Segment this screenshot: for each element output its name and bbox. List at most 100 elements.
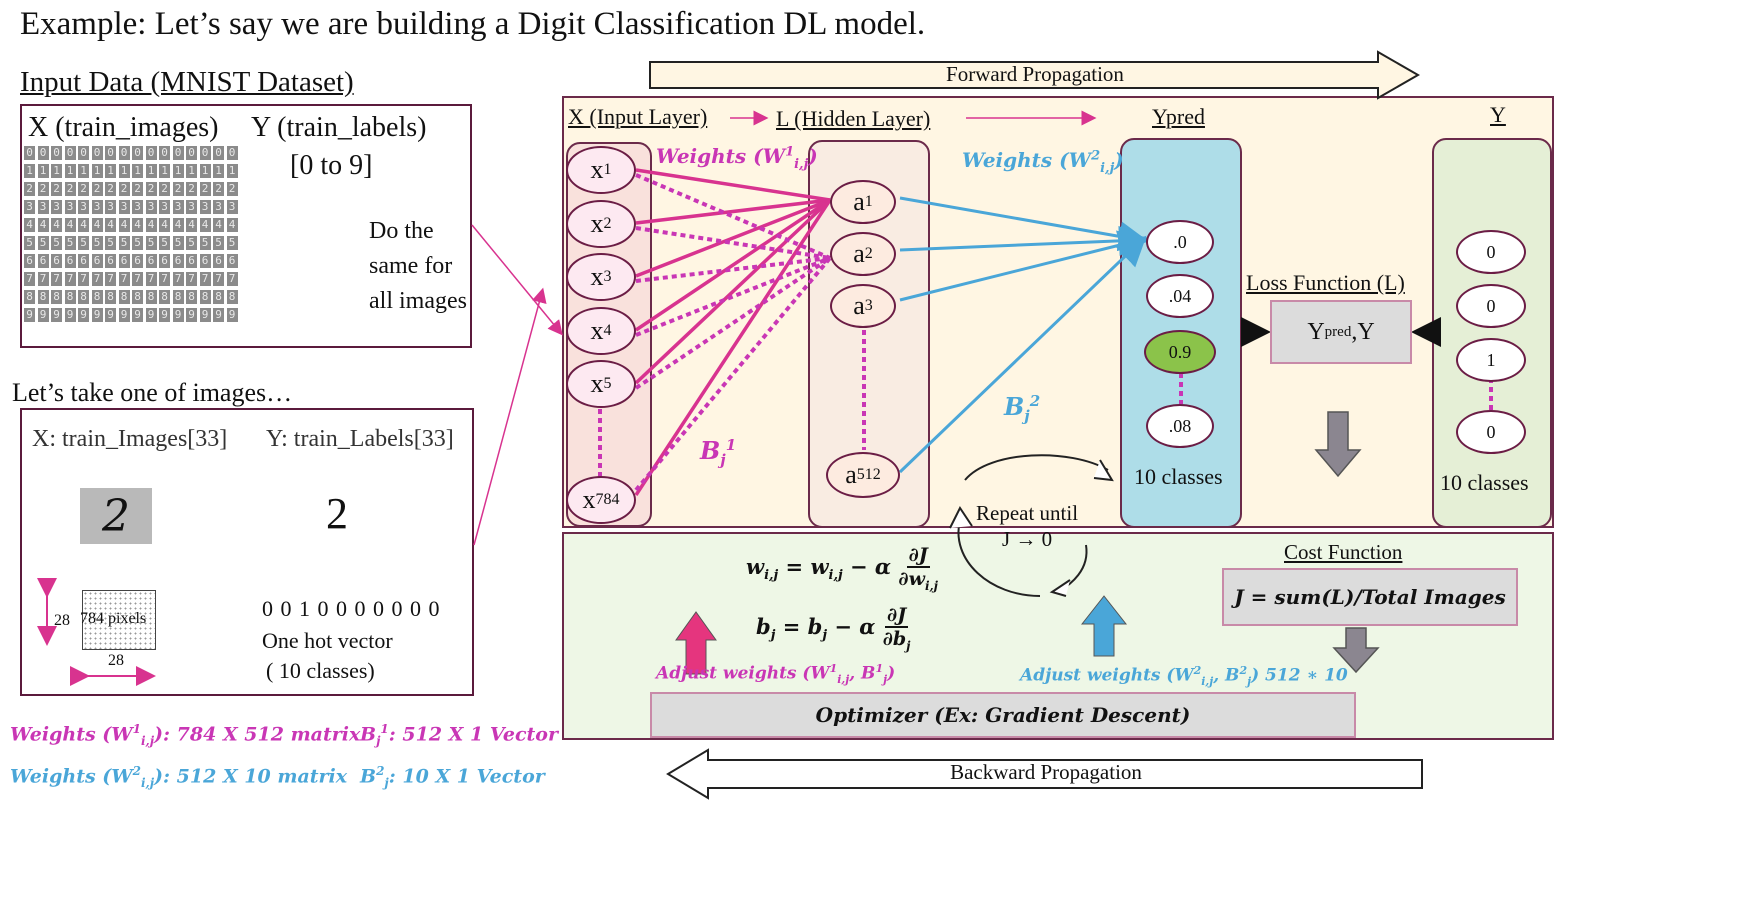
repeat-loop-top-arrowhead bbox=[1093, 459, 1114, 482]
weight-x5-a1 bbox=[634, 198, 832, 385]
w2-suffix: ): 512 X 10 matrix bbox=[154, 765, 348, 788]
adjust1-end: ) bbox=[887, 663, 896, 684]
adjust2-b: , B bbox=[1213, 665, 1240, 686]
mnist-thumbnail: 2 bbox=[37, 182, 49, 196]
b1-sub: j bbox=[376, 734, 381, 749]
update-b-den-wrap: ∂bj bbox=[883, 628, 911, 653]
note-line-1: Do the bbox=[369, 218, 434, 244]
b1-prefix: B bbox=[360, 723, 377, 746]
mnist-thumbnail: 5 bbox=[51, 236, 62, 250]
ypred-classes-label: 10 classes bbox=[1134, 464, 1223, 489]
update-w-den: ∂w bbox=[898, 568, 925, 590]
adjust2-b-sup: 2 bbox=[1239, 664, 1248, 677]
input-node-x1-base: x bbox=[590, 155, 604, 184]
weight-a1-ypred bbox=[899, 196, 1149, 252]
loss-rest: ,Y bbox=[1351, 318, 1375, 345]
w1-prefix: Weights (W bbox=[10, 723, 133, 746]
input-layer-label: X (Input Layer) bbox=[568, 104, 708, 129]
mnist-thumbnail: 5 bbox=[118, 236, 130, 250]
input-node-x2-sub: 2 bbox=[603, 215, 612, 232]
mnist-thumbnail: 1 bbox=[159, 164, 170, 178]
cost-function-title: Cost Function bbox=[1284, 540, 1403, 564]
w2-shape-note: Weights (W2i,j): 512 X 10 matrix bbox=[10, 764, 347, 790]
weight-x4-a1 bbox=[635, 198, 831, 332]
weight-a3-ypred bbox=[899, 230, 1149, 302]
b2-shape-note: B2j: 10 X 1 Vector bbox=[360, 764, 545, 790]
mnist-thumbnail: 8 bbox=[105, 290, 116, 304]
mnist-thumbnail: 4 bbox=[64, 218, 76, 232]
input-node-x3-sub: 3 bbox=[603, 268, 612, 285]
weights-1-solid-lines bbox=[634, 168, 832, 496]
mnist-thumbnail: 7 bbox=[37, 272, 49, 286]
mnist-thumbnail: 3 bbox=[159, 200, 170, 214]
mnist-thumbnail: 9 bbox=[213, 308, 224, 322]
input-node-x4-sub: 4 bbox=[603, 322, 612, 339]
weights-1-prefix: Weights (W bbox=[656, 144, 786, 168]
input-node-x3-base: x bbox=[590, 262, 604, 291]
mnist-thumbnail: 7 bbox=[51, 272, 62, 286]
single-to-input-arrow bbox=[473, 287, 547, 546]
mnist-thumbnail: 6 bbox=[51, 254, 62, 268]
mnist-thumbnail: 3 bbox=[199, 200, 211, 214]
mnist-thumbnail: 0 bbox=[105, 146, 116, 160]
hidden-layer-label: L (Hidden Layer) bbox=[776, 106, 931, 131]
mnist-thumbnail: 3 bbox=[64, 200, 76, 214]
y-node-4: 0 bbox=[1456, 410, 1526, 454]
mnist-thumbnail: 8 bbox=[213, 290, 224, 304]
adjust1-b-sup: 1 bbox=[875, 662, 884, 675]
mnist-thumbnail: 2 bbox=[105, 182, 116, 196]
bias-1-sub: j bbox=[720, 450, 726, 469]
mnist-thumbnail: 8 bbox=[159, 290, 170, 304]
bias-2-sup: 2 bbox=[1029, 392, 1041, 410]
mnist-thumbnail: 6 bbox=[64, 254, 76, 268]
input-node-x4-base: x bbox=[590, 316, 604, 345]
mnist-thumbnail: 3 bbox=[213, 200, 224, 214]
x-index-label: X: train_Images[33] bbox=[32, 426, 228, 452]
mnist-thumbnail: 3 bbox=[91, 200, 103, 214]
bias-2-base: B bbox=[1004, 392, 1025, 421]
weights-1-sub: i,j bbox=[794, 157, 809, 172]
bias-2-label: Bj2 bbox=[1004, 392, 1040, 425]
weights-1-dotted-lines bbox=[634, 173, 832, 492]
mnist-thumbnail: 6 bbox=[226, 254, 238, 268]
mnist-thumbnail: 4 bbox=[118, 218, 130, 232]
forward-arrow bbox=[649, 50, 1421, 100]
note-line-3: all images bbox=[369, 288, 467, 314]
mnist-thumbnail: 1 bbox=[37, 164, 49, 178]
mnist-thumbnail: 2 bbox=[51, 182, 62, 196]
mnist-thumbnail: 0 bbox=[37, 146, 49, 160]
mnist-thumbnail: 1 bbox=[24, 164, 35, 178]
mnist-thumbnail: 4 bbox=[226, 218, 238, 232]
repeat-until-label: Repeat until J → 0 bbox=[976, 500, 1078, 552]
update-b-lhs: b bbox=[756, 613, 771, 639]
mnist-thumbnail: 4 bbox=[172, 218, 184, 232]
repeat-loop-bottom-arrowhead bbox=[1049, 579, 1071, 597]
mnist-thumbnail: 0 bbox=[159, 146, 170, 160]
mnist-thumbnail: 1 bbox=[91, 164, 103, 178]
input-data-heading: Input Data (MNIST Dataset) bbox=[20, 66, 354, 98]
mnist-thumbnail: 5 bbox=[64, 236, 76, 250]
weight-x1-a2 bbox=[635, 173, 831, 260]
mnist-thumbnail: 7 bbox=[78, 272, 89, 286]
hidden-node-a1-base: a bbox=[853, 187, 865, 216]
adjust-2-up-arrow bbox=[1080, 595, 1128, 657]
mnist-thumbnail: 2 bbox=[24, 182, 35, 196]
mnist-thumbnail: 8 bbox=[24, 290, 35, 304]
mnist-thumbnail: 7 bbox=[105, 272, 116, 286]
mnist-to-input-arrow bbox=[471, 224, 563, 336]
x-train-label: X (train_images) bbox=[28, 112, 219, 143]
mnist-thumbnail: 7 bbox=[226, 272, 238, 286]
mnist-thumbnail: 0 bbox=[51, 146, 62, 160]
mnist-thumbnail: 3 bbox=[37, 200, 49, 214]
adjust2-b-sub: j bbox=[1247, 675, 1252, 689]
weight-x784-a2 bbox=[634, 256, 832, 492]
update-w-fraction: ∂J∂wi,j bbox=[898, 544, 938, 593]
update-b-den-sub: j bbox=[906, 638, 911, 653]
weights-1-suffix: ) bbox=[808, 144, 818, 168]
mnist-thumbnail: 4 bbox=[213, 218, 224, 232]
single-image-panel: X: train_Images[33] Y: train_Labels[33] … bbox=[20, 408, 474, 696]
